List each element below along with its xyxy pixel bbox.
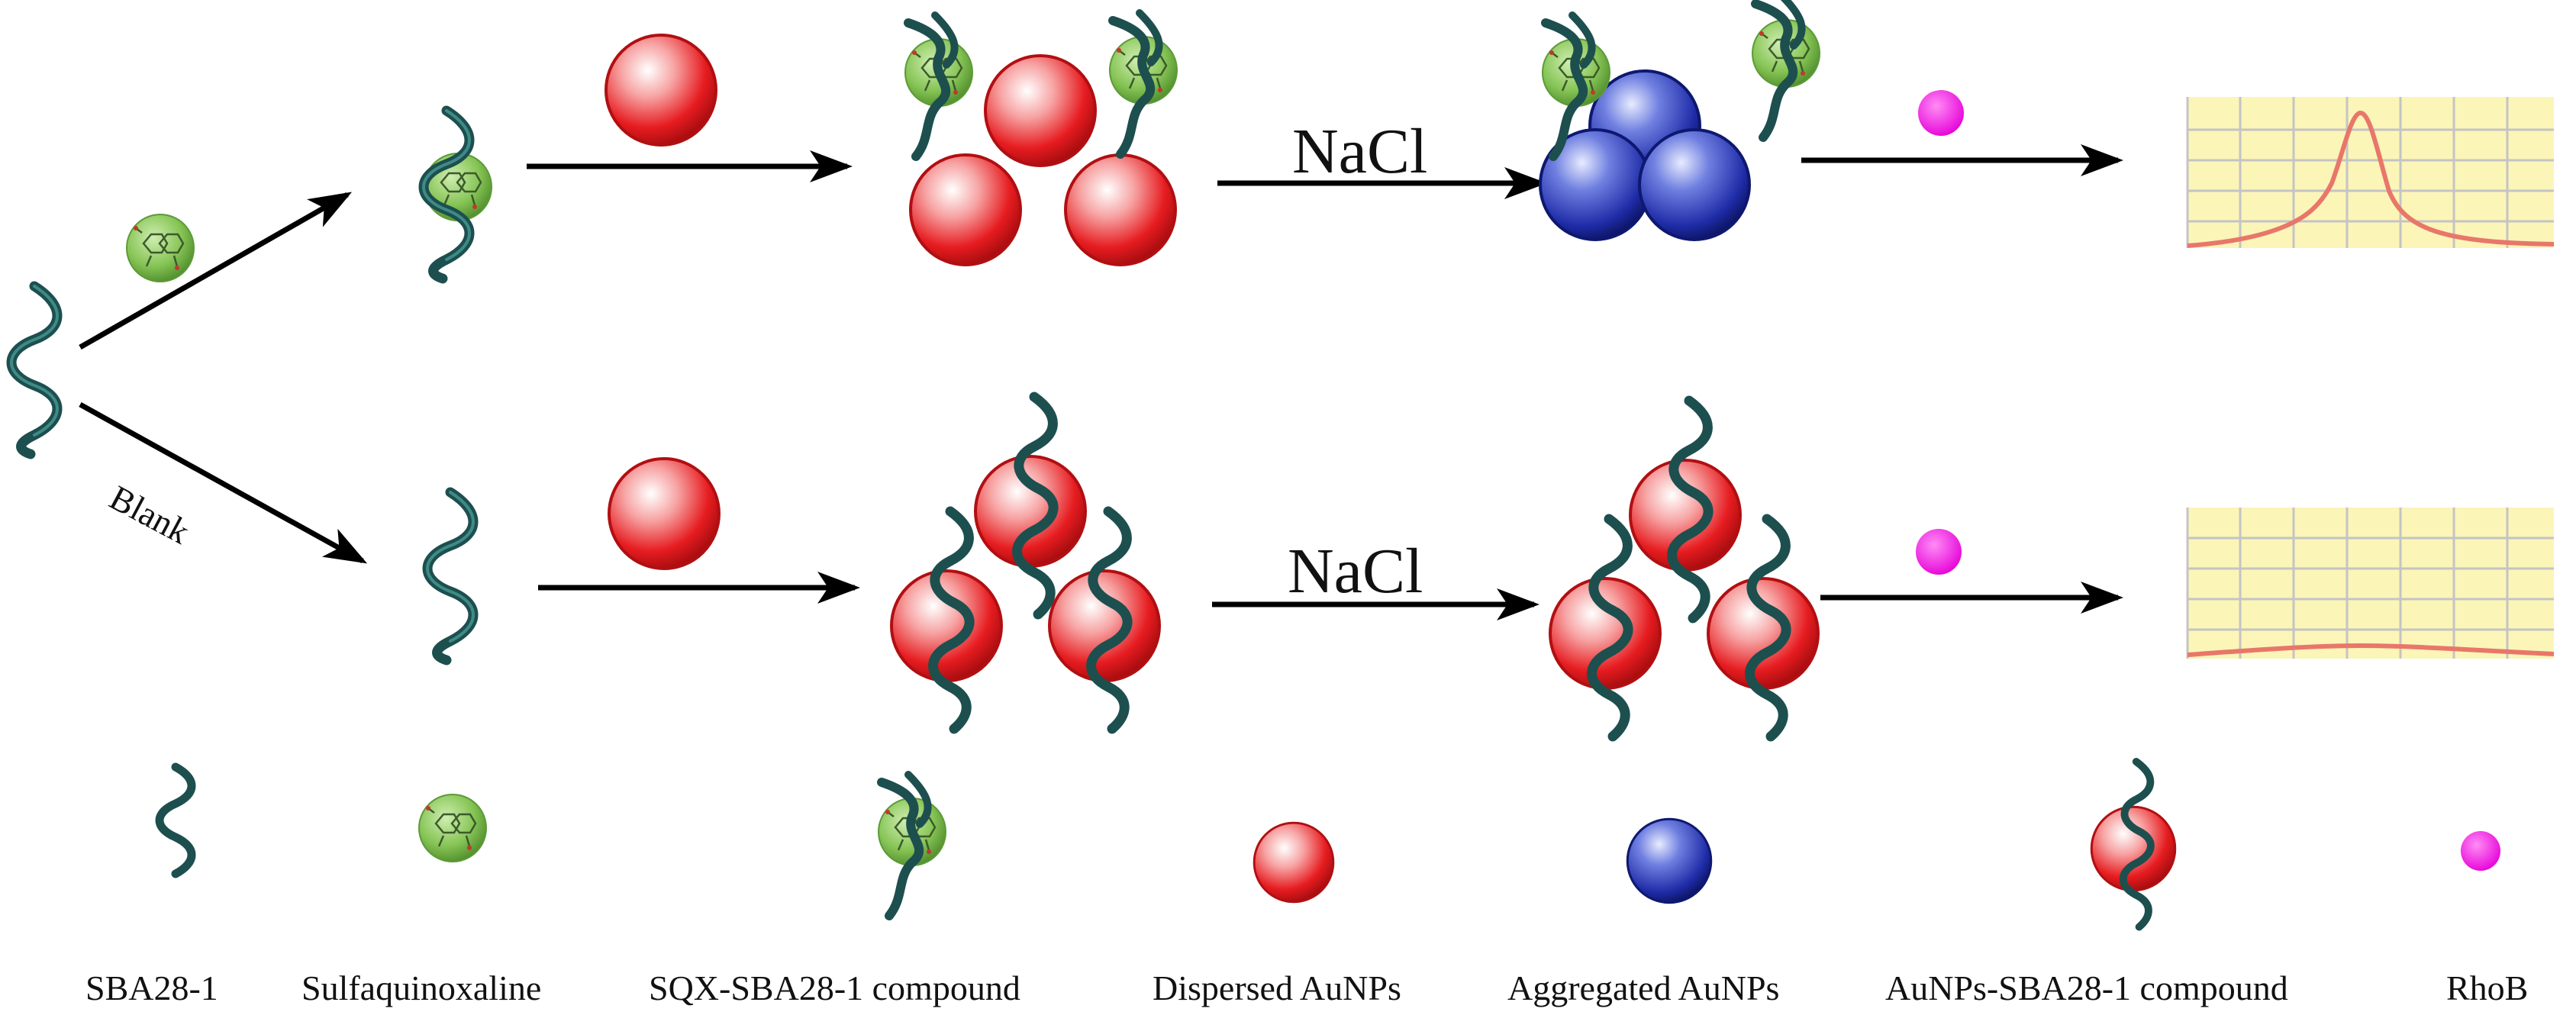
legend-label-aunp-complex: AuNPs-SBA28-1 compound (1885, 968, 2288, 1007)
aptamer-start (11, 286, 57, 454)
legend-rhob-icon (2461, 831, 2500, 871)
sqx-complex-top (424, 111, 493, 279)
legend-dispersed-aunp-icon (1253, 821, 1335, 904)
legend-sulfaquinoxaline-icon (418, 793, 488, 863)
sulfaquinoxaline-added (125, 213, 195, 283)
bottom-row (427, 397, 2555, 736)
rhob-dot-bottom (1916, 529, 1962, 575)
legend-label-sba28: SBA28-1 (85, 968, 218, 1007)
legend-sqx-complex-icon (879, 775, 946, 916)
aunp-complexes-after-nacl (1550, 401, 1818, 736)
aunp-added-bottom (608, 457, 721, 570)
legend-label-sulfaquinoxaline: Sulfaquinoxaline (301, 968, 542, 1007)
nacl-label-bottom: NaCl (1288, 536, 1423, 607)
legend-aptamer-icon (160, 767, 192, 874)
spectrum-flat (2186, 508, 2555, 659)
legend-aunp-complex-icon (2091, 762, 2175, 927)
legend-label-sqx-complex: SQX-SBA28-1 compound (649, 968, 1020, 1007)
rhob-dot-top (1918, 90, 1964, 136)
dispersed-aunps-top (905, 13, 1177, 266)
legend-label-aggregated: Aggregated AuNPs (1507, 968, 1780, 1007)
aunp-complexes-bottom (891, 397, 1159, 729)
legend-icons (160, 762, 2500, 927)
aggregated-aunps-top (1540, 0, 1820, 241)
arrow-blank (79, 401, 368, 564)
aunp-added-top (605, 34, 717, 147)
top-row (11, 0, 2555, 564)
legend-label-dispersed: Dispersed AuNPs (1153, 968, 1401, 1007)
spectrum-peak (2186, 97, 2555, 248)
legend-label-rhob: RhoB (2446, 968, 2529, 1007)
legend-aggregated-aunp-icon (1626, 817, 1713, 904)
nacl-label-top: NaCl (1292, 116, 1428, 187)
arrow-to-sqx-complex (79, 192, 353, 350)
aptamer-blank (427, 492, 473, 660)
